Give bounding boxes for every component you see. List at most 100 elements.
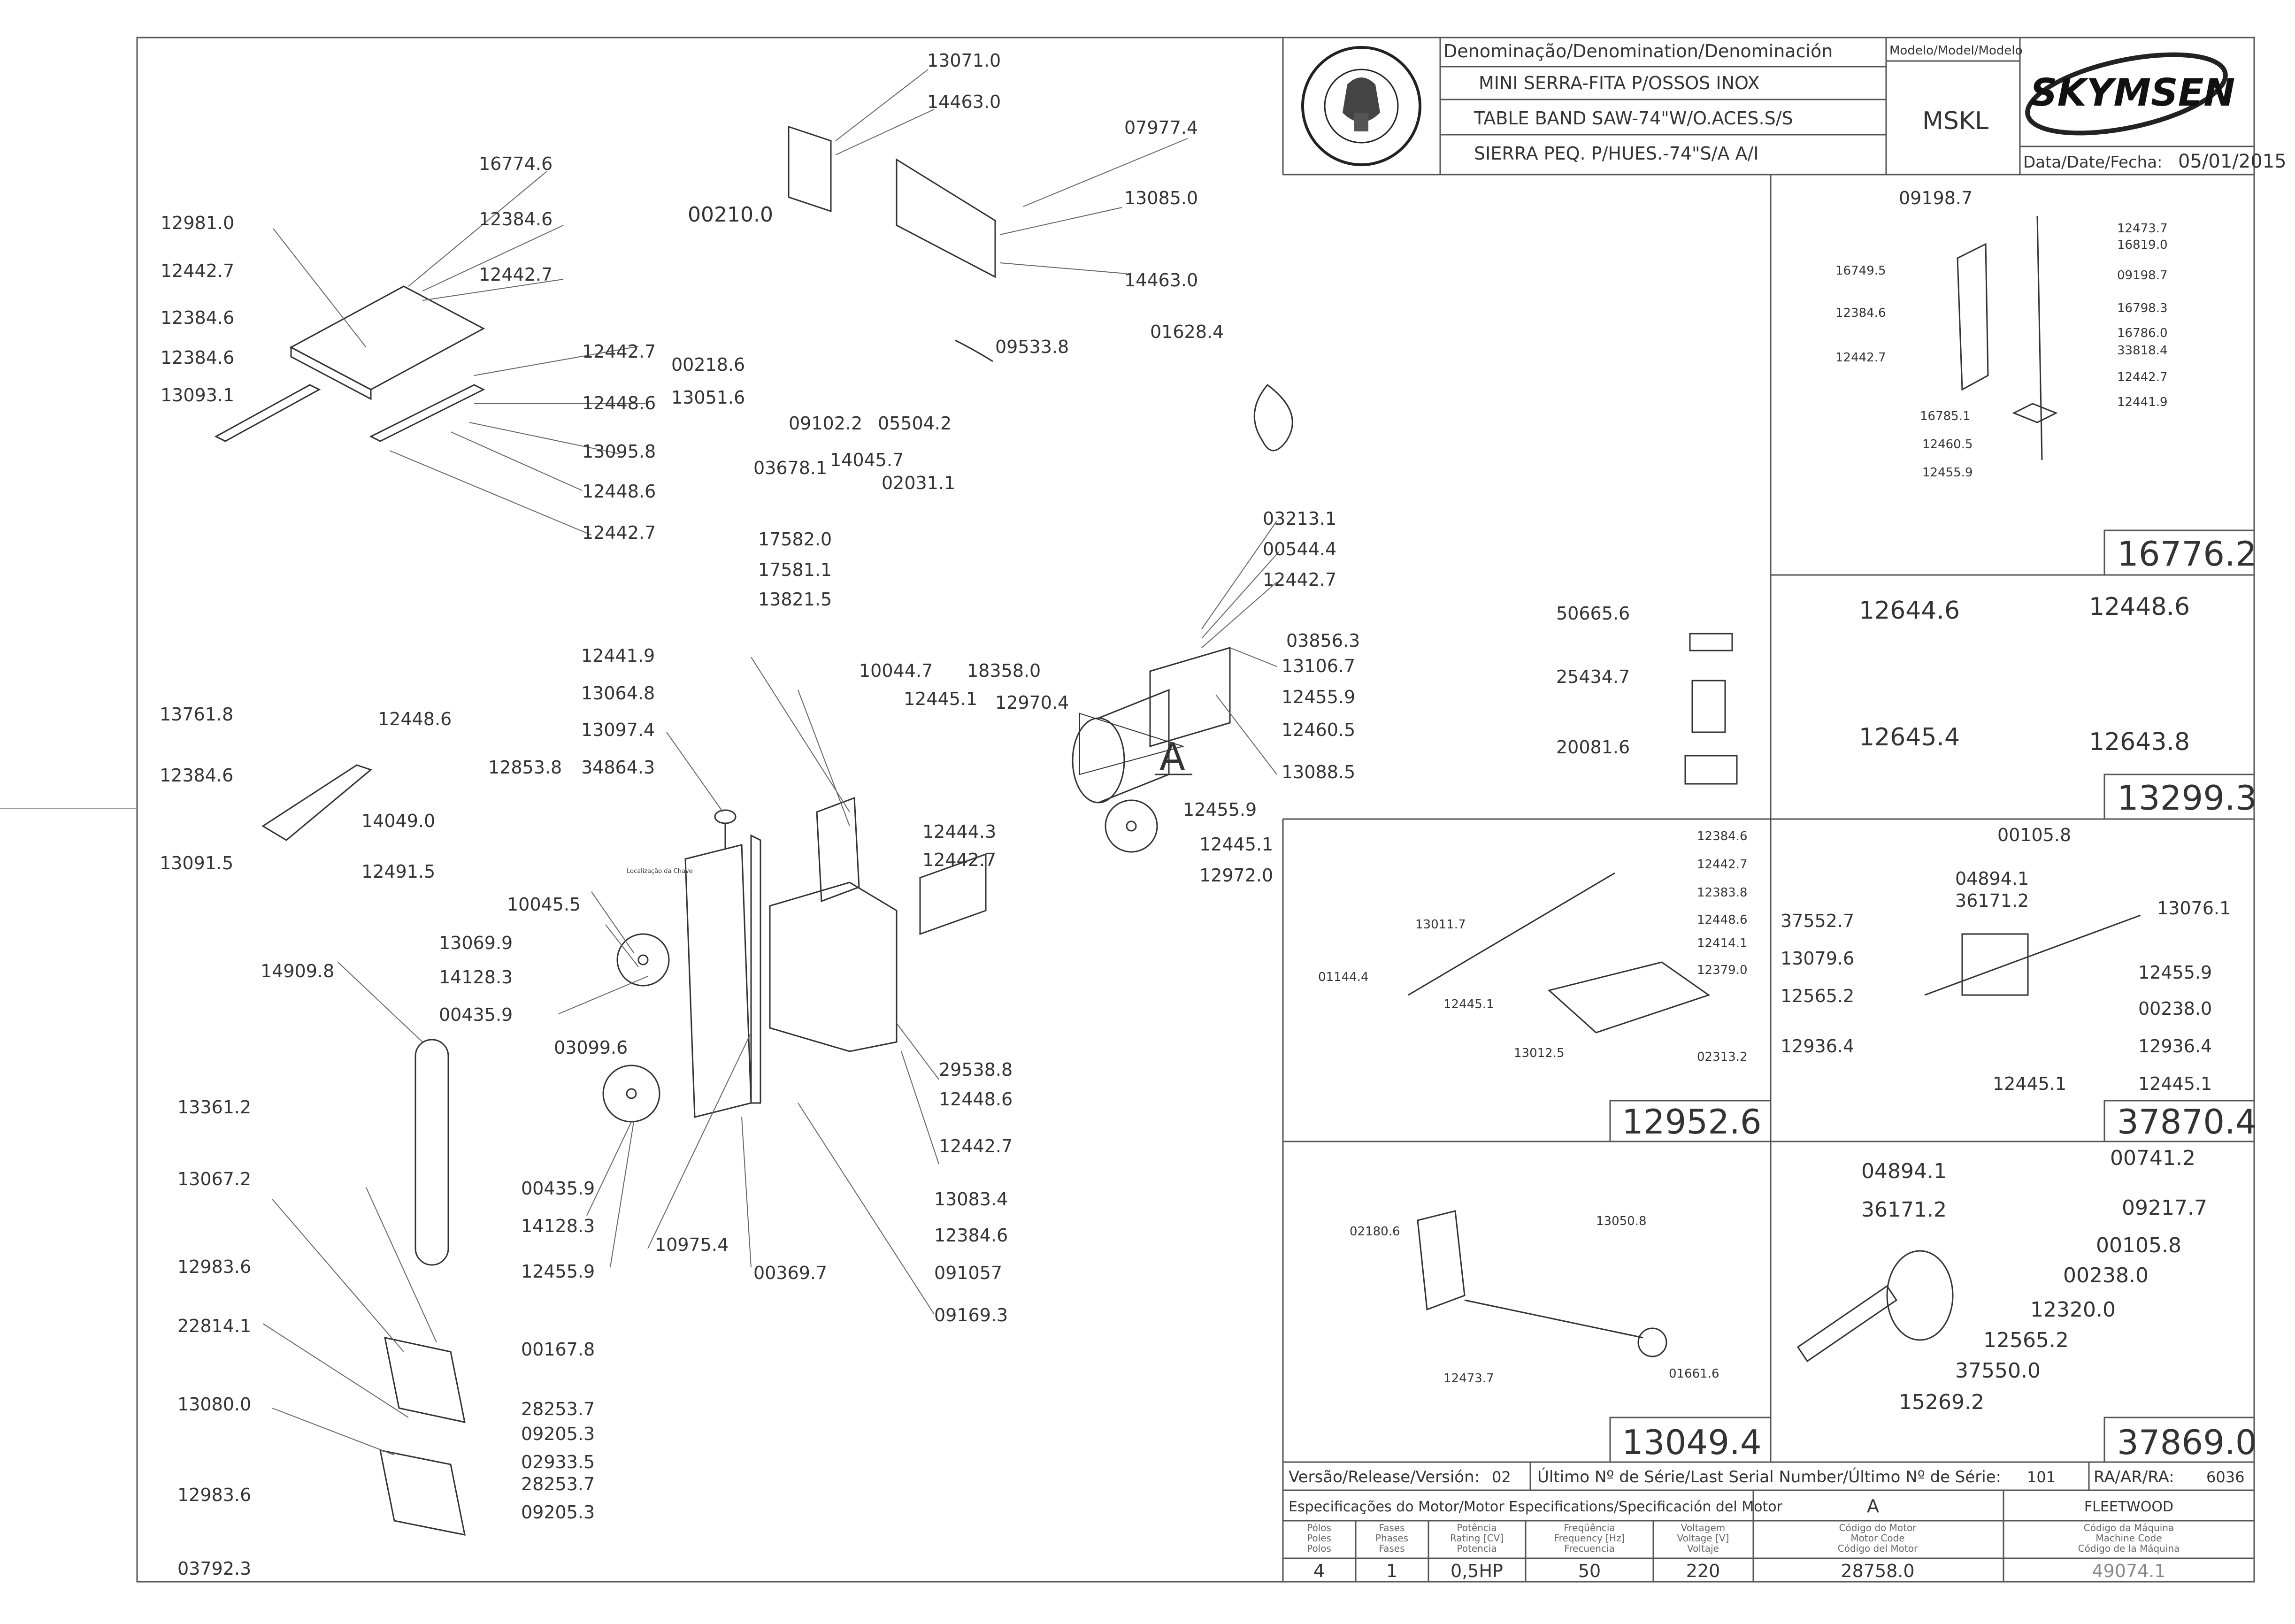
serial-label: Último Nº de Série/Last Serial Number/Úl… [1537, 1467, 2001, 1486]
part-label: 12384.6 [161, 307, 234, 328]
part-label: 16749.5 [1835, 264, 1886, 278]
part-label: 12448.6 [378, 709, 452, 729]
part-label: 12444.3 [922, 821, 996, 842]
part-label: 03856.3 [1286, 630, 1360, 651]
model-code: MSKL [1922, 107, 1988, 135]
part-label: 16819.0 [2117, 238, 2168, 252]
col-phases-h2: Phases [1375, 1532, 1408, 1544]
part-label: 05504.2 [878, 413, 952, 434]
part-label: 03792.3 [177, 1558, 251, 1579]
part-label: 12384.6 [1835, 306, 1886, 320]
subassembly-id-6: 37869.0 [2117, 1423, 2257, 1462]
part-label: 09217.7 [2122, 1196, 2207, 1220]
part-label: 01628.4 [1150, 322, 1224, 342]
sub-13049-labels: 02180.6 13050.8 12473.7 01661.6 [1350, 1214, 1719, 1386]
part-label: 12491.5 [361, 861, 435, 882]
part-label: 18358.0 [967, 660, 1041, 681]
part-label: 04894.1 [1955, 868, 2029, 889]
part-label: 17582.0 [758, 529, 832, 550]
part-shapes [214, 125, 1293, 1536]
col-poles-h3: Polos [1307, 1543, 1331, 1554]
col-phases-h1: Fases [1379, 1522, 1405, 1533]
part-label: 12441.9 [581, 645, 655, 666]
part-label: 12455.9 [521, 1261, 595, 1282]
col-motor-code-h2: Motor Code [1850, 1532, 1904, 1544]
col-phases-value: 1 [1386, 1561, 1397, 1581]
part-label: 09198.7 [1899, 188, 1973, 208]
col-voltage-h2: Voltage [V] [1677, 1532, 1729, 1544]
part-label: 12384.6 [479, 209, 553, 230]
col-voltage-h3: Voltaje [1687, 1543, 1719, 1554]
part-label: 14128.3 [521, 1216, 595, 1236]
ra-label: RA/AR/RA: [2094, 1468, 2174, 1486]
part-label: 13067.2 [177, 1169, 251, 1189]
subassembly-id-2: 13299.3 [2117, 778, 2257, 818]
part-label: 34864.3 [581, 757, 655, 778]
part-label: 13761.8 [160, 704, 233, 725]
col-frequency-h2: Frequency [Hz] [1554, 1532, 1625, 1544]
sub-12952-labels: 12384.6 12442.7 12383.8 13011.7 12448.6 … [1318, 829, 1748, 1064]
part-label: 13069.9 [439, 933, 513, 953]
subassembly-id-1: 16776.2 [2117, 534, 2257, 574]
part-label: 03099.6 [554, 1037, 628, 1058]
part-label: 12445.1 [1993, 1073, 2066, 1094]
part-label: 14049.0 [361, 811, 435, 831]
title-block [1282, 38, 2254, 176]
part-label: 12970.4 [995, 692, 1069, 713]
part-label: 22814.1 [177, 1316, 251, 1336]
subassembly-id-4: 37870.4 [2117, 1102, 2257, 1141]
part-label: 13088.5 [1282, 762, 1355, 782]
part-label: 28253.7 [521, 1474, 595, 1494]
part-label: 12645.4 [1859, 723, 1960, 751]
part-label: 12445.1 [2138, 1073, 2212, 1094]
part-label: 12442.7 [2117, 370, 2168, 384]
col-machine-code-value: 49074.1 [2092, 1561, 2165, 1581]
sub-13299-labels: 12644.6 12448.6 12645.4 12643.8 [1859, 593, 2190, 756]
part-label: 00435.9 [439, 1004, 513, 1025]
part-label: 12414.1 [1697, 936, 1748, 950]
part-label: 12460.5 [1922, 437, 1973, 452]
part-label: 12460.5 [1282, 720, 1355, 740]
part-label: 14128.3 [439, 967, 513, 988]
part-label: 00218.6 [671, 354, 745, 375]
serial-value: 101 [2027, 1468, 2056, 1486]
part-label: 10044.7 [859, 660, 933, 681]
part-label: 00105.8 [2096, 1233, 2181, 1257]
part-label: 00435.9 [521, 1178, 595, 1199]
part-label: 12643.8 [2089, 728, 2190, 756]
part-label: 12473.7 [1443, 1371, 1494, 1386]
col-phases-h3: Fases [1379, 1543, 1405, 1554]
part-label: 02180.6 [1350, 1225, 1400, 1239]
part-label: 12448.6 [582, 393, 656, 414]
part-label: 12442.7 [922, 850, 996, 870]
part-label: 13085.0 [1124, 188, 1198, 208]
denomination-header: Denominação/Denomination/Denominación [1443, 41, 1833, 61]
part-label: 28253.7 [521, 1399, 595, 1419]
brand-name: SKYMSEN [2030, 71, 2235, 115]
part-label: 00167.8 [521, 1339, 595, 1360]
part-label: 12442.7 [1697, 858, 1748, 872]
col-frequency-h3: Frecuencia [1564, 1543, 1615, 1554]
col-motor-code-value: 28758.0 [1841, 1561, 1914, 1581]
part-label: 01661.6 [1669, 1367, 1719, 1381]
col-rating-h3: Potencia [1457, 1543, 1497, 1554]
part-label: 14909.8 [261, 961, 334, 981]
part-label: 13079.6 [1781, 948, 1854, 969]
part-label: 12983.6 [177, 1485, 251, 1505]
part-label: 12565.2 [1781, 986, 1854, 1006]
part-label: 12442.7 [582, 341, 656, 362]
motor-spec-columns: Pólos Poles Polos 4 Fases Phases Fases 1… [1307, 1522, 2180, 1581]
authorized-service-seal [1301, 46, 1421, 166]
part-label: 04894.1 [1861, 1159, 1947, 1183]
part-label: 09169.3 [934, 1305, 1008, 1325]
part-label: 36171.2 [1861, 1198, 1947, 1222]
part-label: 12972.0 [1199, 865, 1273, 886]
part-label: 13821.5 [758, 589, 832, 610]
part-label: 37552.7 [1781, 911, 1854, 931]
part-label: 09102.2 [789, 413, 862, 434]
part-label: 00369.7 [753, 1263, 827, 1283]
part-label: 12983.6 [177, 1256, 251, 1277]
col-poles-h1: Pólos [1307, 1522, 1331, 1533]
date-label: Data/Date/Fecha: [2023, 153, 2163, 172]
switch-location-label: Localização da Chave [627, 868, 693, 875]
